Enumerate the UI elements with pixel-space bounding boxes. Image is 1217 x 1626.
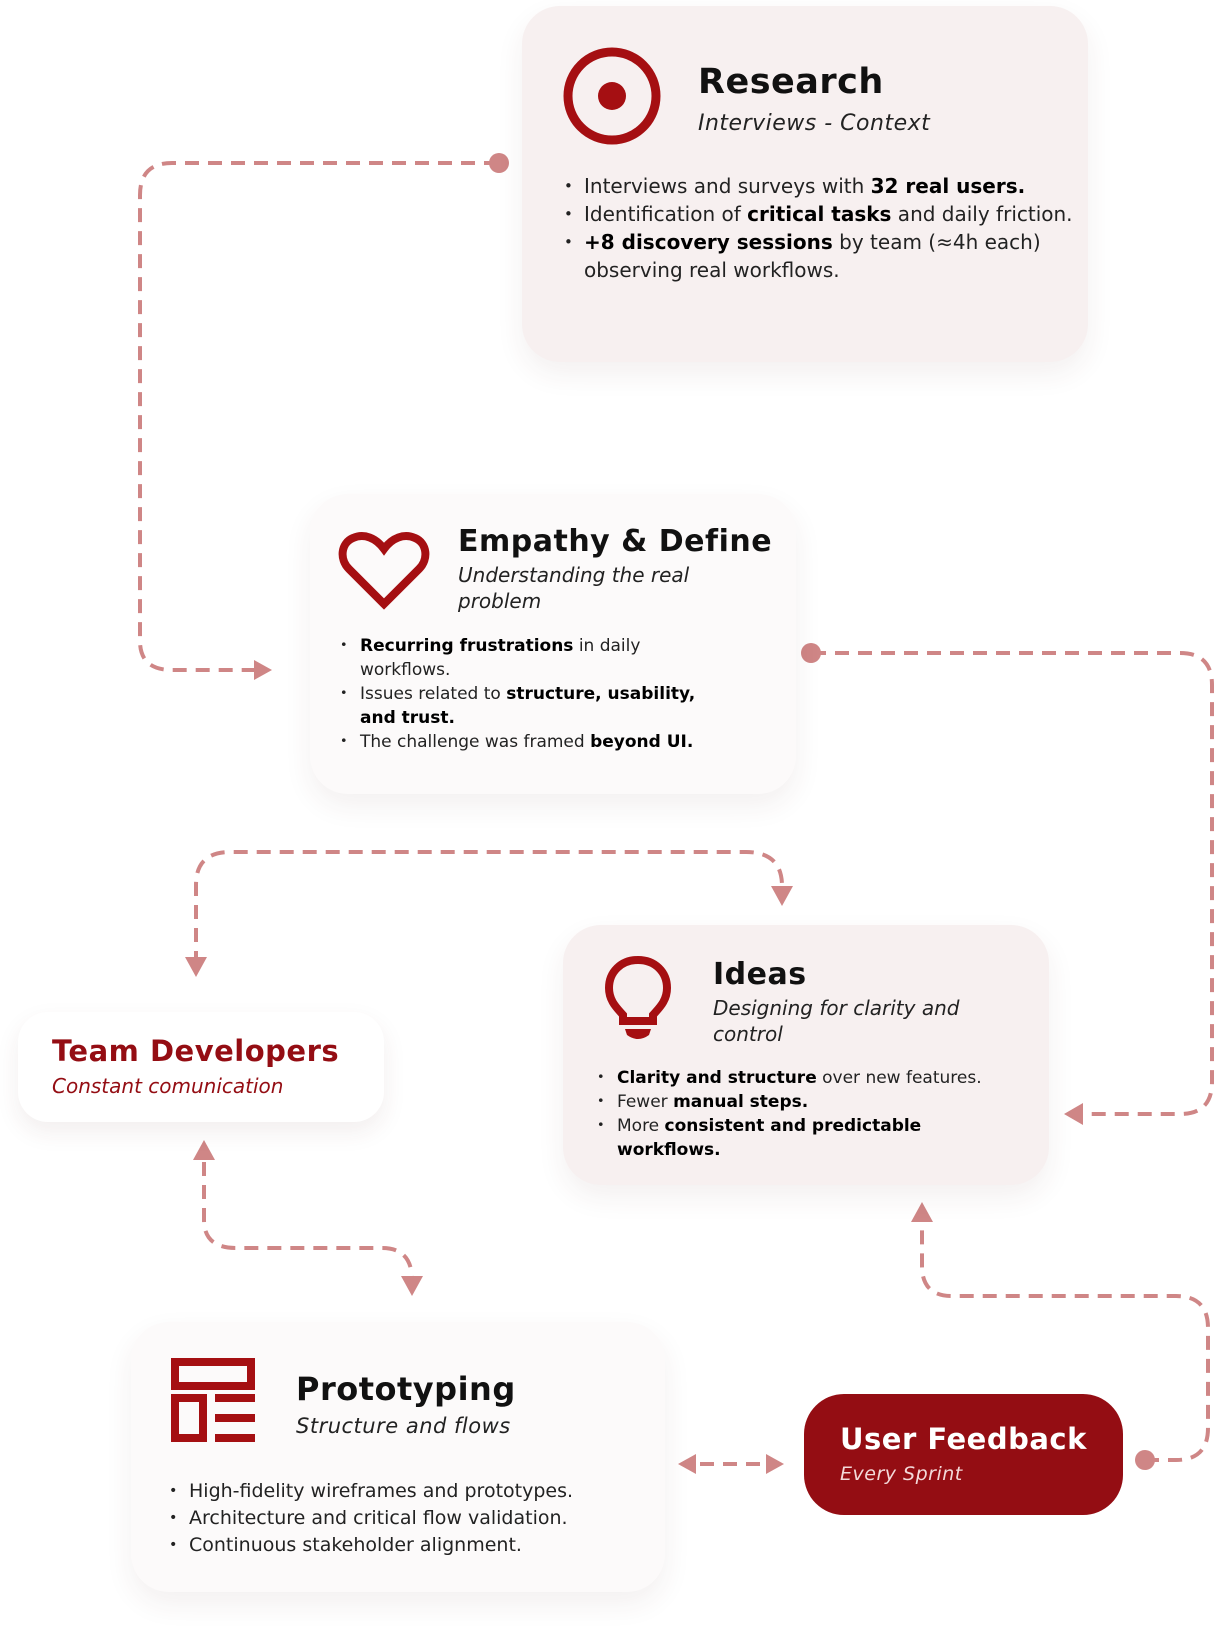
empathy-card: Empathy & Define Understanding the real … bbox=[310, 494, 796, 794]
bullet-item: +8 discovery sessions by team (≈4h each)… bbox=[564, 228, 1074, 284]
arrowhead bbox=[771, 886, 793, 906]
heart-icon bbox=[338, 532, 430, 610]
bullet-bold-text: consistent and predictable workflows. bbox=[617, 1116, 922, 1160]
arrowhead bbox=[678, 1454, 696, 1474]
layout-icon bbox=[171, 1358, 255, 1442]
bullet-text: Fewer bbox=[617, 1092, 674, 1112]
prototyping-title: Prototyping bbox=[296, 1370, 516, 1408]
bullet-item: Recurring frustrations in daily workflow… bbox=[340, 634, 730, 682]
user-feedback-card: User Feedback Every Sprint bbox=[804, 1394, 1123, 1515]
bullet-item: Identification of critical tasks and dai… bbox=[564, 200, 1074, 228]
bullet-bold-text: beyond UI. bbox=[590, 732, 694, 752]
bullet-text: The challenge was framed bbox=[360, 732, 591, 752]
ideas-subtitle: Designing for clarity and control bbox=[713, 996, 960, 1047]
arrowhead bbox=[193, 1140, 215, 1160]
team-title: Team Developers bbox=[52, 1034, 340, 1068]
arrowhead bbox=[254, 660, 272, 680]
connector-research-to-empathy bbox=[138, 161, 498, 672]
empathy-subtitle: Understanding the real problem bbox=[458, 563, 690, 614]
target-icon bbox=[563, 47, 661, 145]
bullet-text: and daily friction. bbox=[891, 202, 1073, 226]
bullet-text: Issues related to bbox=[360, 684, 507, 704]
arrowhead bbox=[766, 1454, 784, 1474]
bullet-item: High-fidelity wireframes and prototypes. bbox=[169, 1478, 649, 1505]
connector-dot bbox=[489, 153, 509, 173]
bullet-bold-text: manual steps. bbox=[673, 1092, 809, 1112]
ideas-bullets: Clarity and structure over new features.… bbox=[597, 1066, 1017, 1162]
bullet-item: Issues related to structure, usability, … bbox=[340, 682, 730, 730]
research-card: Research Interviews - Context Interviews… bbox=[522, 6, 1088, 362]
bullet-item: The challenge was framed beyond UI. bbox=[340, 730, 730, 754]
bullet-text: More bbox=[617, 1116, 665, 1136]
ideas-title: Ideas bbox=[713, 957, 807, 992]
team-subtitle: Constant comunication bbox=[52, 1074, 284, 1098]
ideas-card: Ideas Designing for clarity and control … bbox=[563, 925, 1049, 1185]
bullet-bold-text: structure, usability, and trust. bbox=[360, 684, 696, 728]
bullet-text: Interviews and surveys with bbox=[584, 174, 871, 198]
research-subtitle: Interviews - Context bbox=[698, 111, 931, 136]
bullet-text: Architecture and critical flow validatio… bbox=[189, 1507, 568, 1529]
connector-team-ideas-top bbox=[194, 850, 784, 965]
bullet-text: by team (≈4h each) observing real workfl… bbox=[584, 230, 1041, 282]
bullet-item: Fewer manual steps. bbox=[597, 1090, 1017, 1114]
team-developers-card: Team Developers Constant comunication bbox=[18, 1012, 384, 1122]
feedback-subtitle: Every Sprint bbox=[840, 1463, 963, 1485]
bullet-text: in daily workflows. bbox=[360, 636, 641, 680]
prototyping-bullets: High-fidelity wireframes and prototypes.… bbox=[169, 1478, 649, 1559]
connector-feedback-to-ideas bbox=[920, 1218, 1210, 1462]
bullet-text: Identification of bbox=[584, 202, 748, 226]
bullet-bold-text: Clarity and structure bbox=[617, 1068, 817, 1088]
research-title: Research bbox=[698, 62, 884, 102]
bullet-text: High-fidelity wireframes and prototypes. bbox=[189, 1480, 574, 1502]
bullet-bold-text: +8 discovery sessions bbox=[584, 230, 833, 254]
feedback-title: User Feedback bbox=[840, 1422, 1087, 1456]
empathy-bullets: Recurring frustrations in daily workflow… bbox=[340, 634, 730, 754]
bullet-bold-text: Recurring frustrations bbox=[360, 636, 574, 656]
connector-dot bbox=[801, 643, 821, 663]
bullet-bold-text: critical tasks bbox=[747, 202, 892, 226]
research-bullets: Interviews and surveys with 32 real user… bbox=[564, 172, 1074, 284]
arrowhead bbox=[1064, 1103, 1083, 1125]
arrowhead bbox=[401, 1276, 423, 1296]
lightbulb-icon bbox=[604, 955, 672, 1039]
bullet-bold-text: 32 real users. bbox=[870, 174, 1026, 198]
prototyping-card: Prototyping Structure and flows High-fid… bbox=[131, 1322, 665, 1592]
connector-empathy-to-ideas bbox=[812, 651, 1214, 1116]
bullet-item: Interviews and surveys with 32 real user… bbox=[564, 172, 1074, 200]
bullet-item: Clarity and structure over new features. bbox=[597, 1066, 1017, 1090]
arrowhead bbox=[911, 1202, 933, 1222]
bullet-item: Continuous stakeholder alignment. bbox=[169, 1532, 649, 1559]
connector-dot bbox=[1135, 1450, 1155, 1470]
bullet-text: Continuous stakeholder alignment. bbox=[189, 1534, 522, 1556]
bullet-item: More consistent and predictable workflow… bbox=[597, 1114, 1017, 1162]
arrowhead bbox=[185, 957, 207, 977]
bullet-text: over new features. bbox=[816, 1068, 982, 1088]
prototyping-subtitle: Structure and flows bbox=[296, 1414, 511, 1438]
bullet-item: Architecture and critical flow validatio… bbox=[169, 1505, 649, 1532]
connector-team-prototyping bbox=[202, 1162, 414, 1283]
empathy-title: Empathy & Define bbox=[458, 524, 773, 559]
